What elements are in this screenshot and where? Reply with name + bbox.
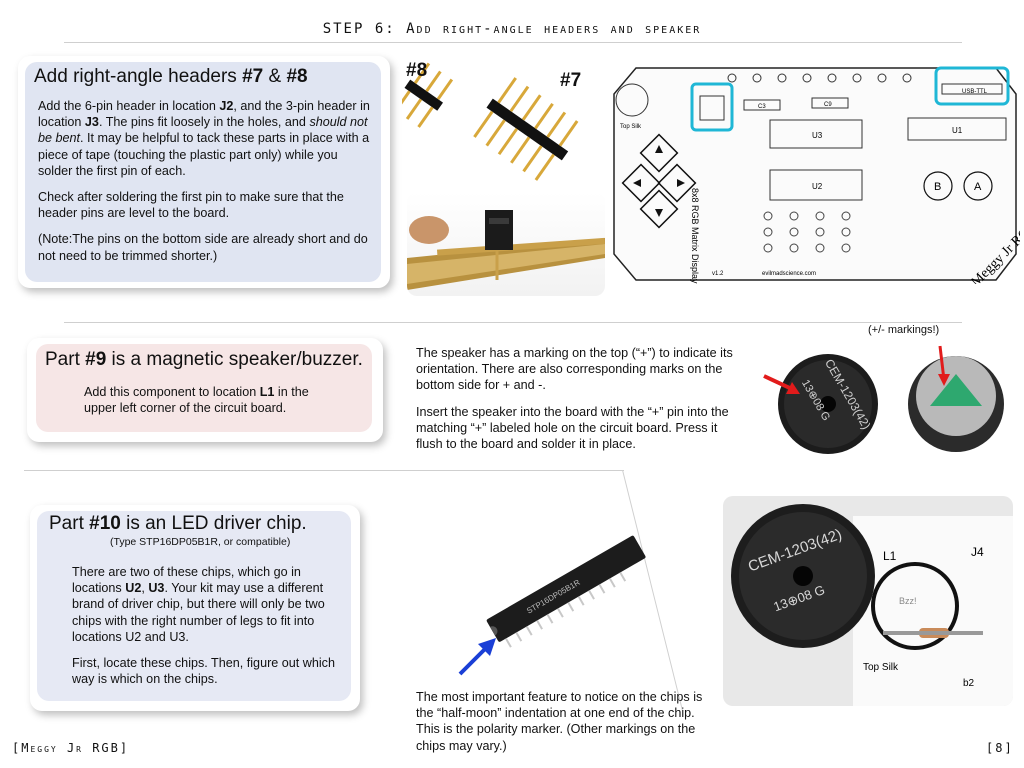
headers-heading: Add right-angle headers #7 & #8 [34,66,308,87]
svg-text:A: A [974,181,982,193]
svg-text:evilmadscience.com: evilmadscience.com [762,271,816,277]
speaker-desc-1: The speaker has a marking on the top (“+… [416,346,733,393]
svg-text:C9: C9 [824,102,832,108]
svg-text:U1: U1 [952,126,963,135]
header-on-board-photo [407,192,605,296]
headers-paragraph-1: Add the 6-pin header in location J2, and… [38,99,370,178]
markings-note: (+/- markings!) [868,324,940,336]
section-divider-2 [24,470,624,471]
footer-page-number: [8] [986,741,1014,755]
chip-card: Part #10 is an LED driver chip. (Type ST… [30,505,360,711]
buzzer-on-board-photo: L1 J4 Top Silk b2 Bzz! CEM-1203(42) 13⊕0… [723,496,1013,706]
svg-text:U2: U2 [812,182,823,191]
page-title: STEP 6: Add right-angle headers and spea… [322,21,702,37]
chip-paragraph-2: First, locate these chips. Then, figure … [72,656,335,687]
speaker-top-photo: CEM-1203(42) 13⊕08 G [760,340,890,460]
title-divider [64,42,962,43]
chip-heading: Part #10 is an LED driver chip. [49,513,307,534]
speaker-desc-2: Insert the speaker into the board with t… [416,404,729,452]
section-divider-1 [64,322,962,323]
svg-text:Bzz!: Bzz! [899,596,917,606]
speaker-description: The speaker has a marking on the top (“+… [416,345,736,452]
svg-text:B: B [934,181,941,193]
speaker-card: Part #9 is a magnetic speaker/buzzer. Ad… [27,338,383,442]
header-8-label: #8 [406,60,428,81]
board-subtitle: 8x8 RGB Matrix Display [690,188,700,284]
chip-caption: The most important feature to notice on … [416,690,703,753]
svg-text:U3: U3 [812,131,823,140]
svg-text:b2: b2 [963,678,975,689]
speaker-bottom-photo [900,340,1012,460]
chip-body: There are two of these chips, which go i… [72,564,348,687]
chip-subheading: (Type STP16DP05B1R, or compatible) [110,536,291,548]
chip-paragraph-1: There are two of these chips, which go i… [72,565,325,644]
svg-text:L1: L1 [883,549,897,563]
headers-card: Add right-angle headers #7 & #8 Add the … [18,56,390,288]
svg-text:C3: C3 [758,104,766,110]
svg-text:Top Silk: Top Silk [863,662,899,673]
svg-text:Top Silk: Top Silk [620,124,642,130]
svg-text:v1.2: v1.2 [712,271,724,277]
footer-title: [Meggy Jr RGB] [12,741,130,755]
headers-body: Add the 6-pin header in location J2, and… [38,98,374,264]
header-7-label: #7 [560,70,582,91]
speaker-heading: Part #9 is a magnetic speaker/buzzer. [45,349,363,370]
usb-ttl-label: USB-TTL [962,89,988,95]
circuit-board-diagram: USB-TTL C3 C9 U1 U3 U2 8x8 RGB Matrix Di… [612,66,1024,290]
header-pins-photo: #8 #7 [394,52,604,190]
speaker-body: Add this component to location L1 in the… [84,385,309,416]
led-driver-chip-photo: STP16DP05B1R [448,532,688,682]
svg-text:J4: J4 [971,545,984,559]
headers-paragraph-2: Check after soldering the first pin to m… [38,190,344,221]
headers-paragraph-3: (Note:The pins on the bottom side are al… [38,232,368,263]
